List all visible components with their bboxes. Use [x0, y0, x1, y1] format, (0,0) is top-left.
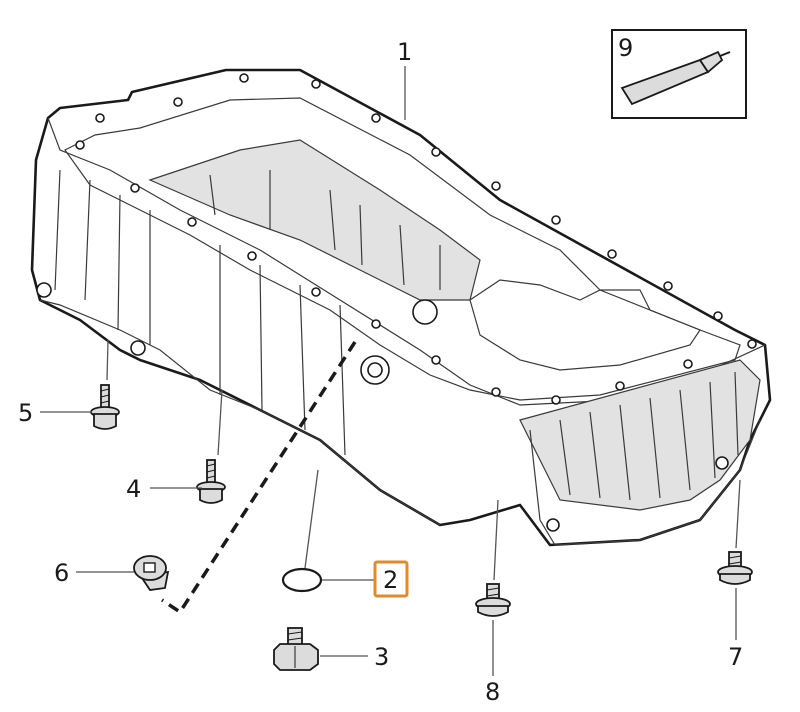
- baffle-step: [469, 279, 701, 371]
- rear-ribs: [559, 371, 739, 501]
- leader-2-up: [304, 469, 319, 569]
- side-boss-front: [130, 340, 146, 356]
- front-face-edge: [39, 299, 441, 526]
- sump-inner-ribs: [209, 170, 441, 290]
- o-ring-2[interactable]: [281, 567, 323, 593]
- side-boss-left: [36, 282, 52, 298]
- mating-plate: [529, 419, 761, 546]
- bolt-8[interactable]: [475, 583, 511, 617]
- front-ribs: [54, 169, 346, 456]
- callout-6[interactable]: 6: [54, 559, 69, 587]
- bolt-5[interactable]: [90, 384, 120, 430]
- leader-8-up: [493, 499, 499, 581]
- drain-plug-socket: [143, 562, 156, 573]
- callout-9[interactable]: 9: [618, 34, 633, 62]
- drain-plug-6[interactable]: [133, 555, 170, 591]
- drain-bolt-3[interactable]: [273, 627, 319, 671]
- callout-1[interactable]: 1: [397, 38, 412, 66]
- sealant-tube-nozzle: [698, 50, 724, 74]
- callout-7[interactable]: 7: [728, 643, 743, 671]
- callout-3[interactable]: 3: [374, 643, 389, 671]
- bolt-7[interactable]: [717, 551, 753, 585]
- callout-4[interactable]: 4: [126, 475, 141, 503]
- callout-8[interactable]: 8: [485, 678, 500, 706]
- leader-4-up: [217, 389, 223, 456]
- flange-inner-rim: [64, 97, 741, 401]
- leader-5-up: [106, 339, 109, 381]
- leader-7-up: [735, 479, 741, 549]
- callout-2[interactable]: 2: [383, 566, 398, 594]
- highlight-box-2: [373, 560, 409, 598]
- sealant-tube-box[interactable]: [611, 29, 747, 119]
- flange-bolt-holes: [75, 73, 757, 405]
- drain-boss-inner: [367, 362, 383, 378]
- bolt-4[interactable]: [196, 459, 226, 504]
- oil-pan[interactable]: [30, 68, 772, 547]
- sump-well: [148, 139, 481, 301]
- rear-ribbed-face: [519, 359, 761, 511]
- rear-boss-2: [715, 456, 729, 470]
- callout-5[interactable]: 5: [18, 399, 33, 427]
- oil-pump-boss: [412, 299, 438, 325]
- rear-boss-1: [546, 518, 560, 532]
- leader-lines: [40, 66, 741, 676]
- sealant-tube-tip: [719, 51, 731, 57]
